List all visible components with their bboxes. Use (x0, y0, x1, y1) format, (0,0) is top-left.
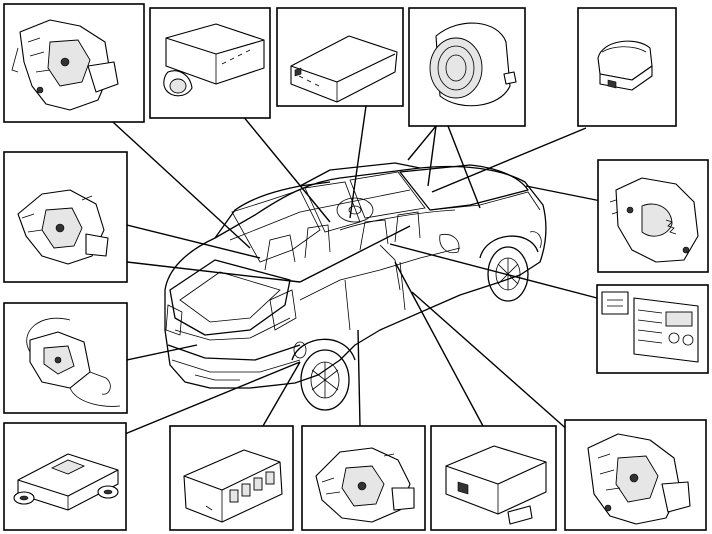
component-box-door-lock-front-left (3, 151, 128, 283)
leader-lines (101, 105, 607, 435)
component-box-sensor-plug (577, 7, 677, 127)
component-box-siren (408, 7, 526, 127)
door-lock-module-icon (315, 447, 415, 523)
siren-icon (429, 22, 517, 107)
component-box-control-unit (430, 425, 557, 531)
electronic-module-icon (183, 449, 283, 523)
door-lock-module-icon (11, 19, 119, 111)
component-box-electronic-module (169, 425, 294, 531)
climate-control-panel-icon (601, 291, 699, 363)
sensor-plug-icon (597, 40, 653, 91)
component-box-tailgate-lock (3, 302, 128, 414)
hood-lock-icon (609, 177, 699, 263)
tailgate-lock-icon (26, 317, 121, 407)
component-box-climate-panel (596, 284, 709, 374)
control-unit-with-connector-icon (163, 23, 265, 97)
door-lock-module-icon (587, 433, 691, 525)
component-box-door-lock-front-right (564, 419, 707, 531)
car-illustration (164, 162, 547, 411)
door-lock-module-icon (17, 189, 109, 265)
component-box-door-lock-rear-right (301, 425, 426, 531)
sensor-bracket-icon (13, 453, 119, 511)
flat-control-module-icon (290, 35, 398, 103)
component-box-hood-lock (597, 159, 709, 273)
component-box-sensor-bracket (3, 422, 127, 531)
component-box-door-lock-rear-left (3, 3, 145, 123)
component-box-control-unit-connector (149, 7, 271, 119)
control-unit-icon (445, 445, 547, 525)
component-box-flat-module (276, 7, 404, 107)
